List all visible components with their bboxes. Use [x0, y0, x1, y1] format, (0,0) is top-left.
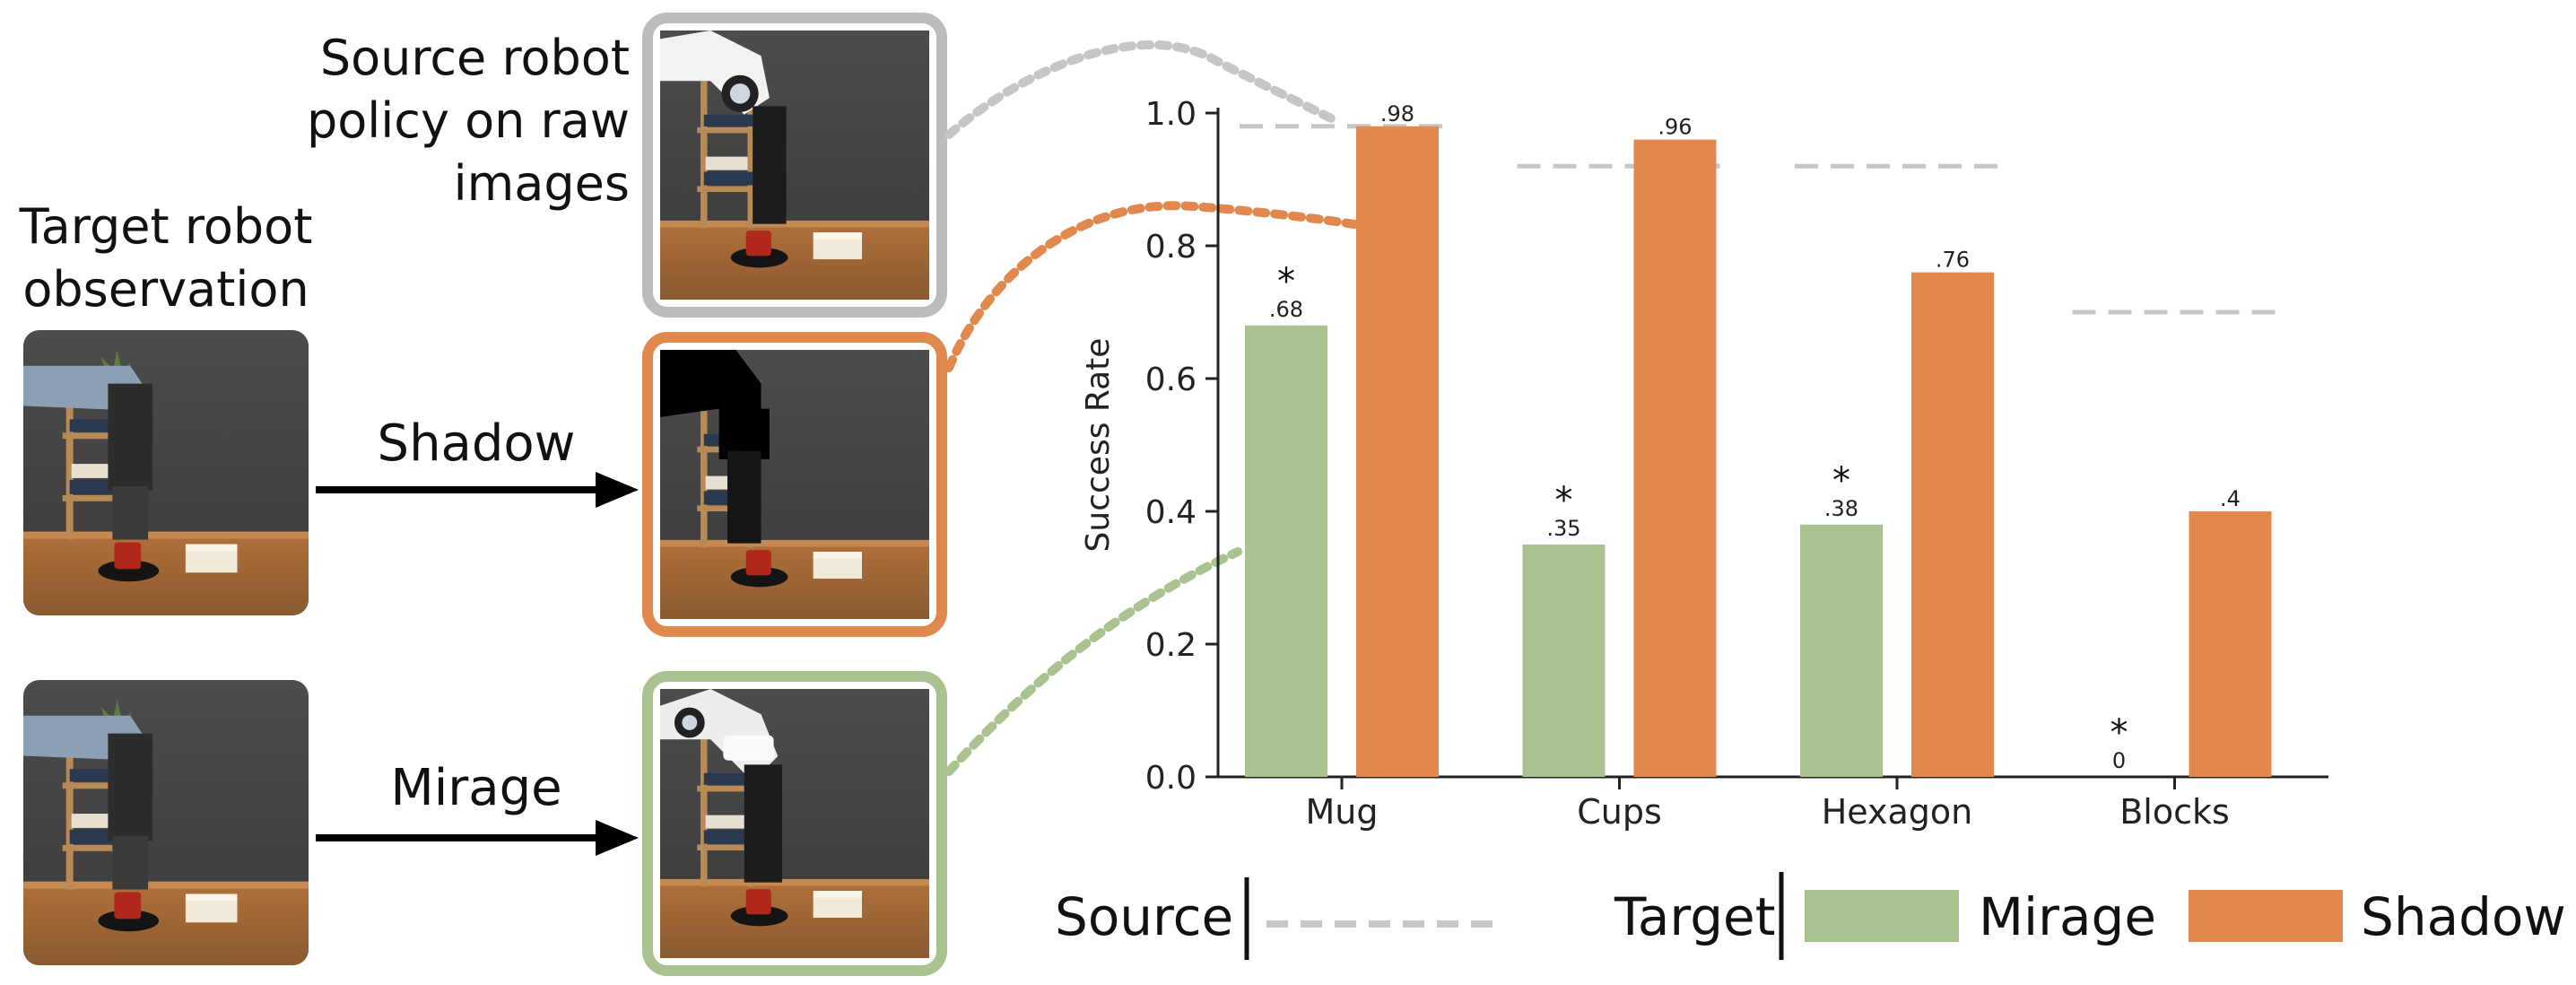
- legend: Source Target Mirage Shadow: [1055, 872, 2566, 960]
- legend-source-label: Source: [1055, 886, 1233, 947]
- bar-mirage: [1800, 524, 1883, 777]
- data-label-mirage: 0: [2112, 748, 2126, 773]
- bar-shadow: [2189, 511, 2272, 777]
- x-tick-label: Hexagon: [1822, 792, 1973, 832]
- bar-mirage: [1522, 545, 1606, 777]
- x-tick-label: Cups: [1577, 792, 1662, 832]
- shadow-photo: [660, 350, 929, 619]
- y-tick-label: 0.6: [1145, 362, 1197, 398]
- data-label-shadow: .98: [1380, 101, 1414, 126]
- source-photo-frame: [642, 13, 947, 318]
- arrow-mirage: [316, 820, 639, 856]
- legend-shadow-swatch: [2189, 890, 2343, 942]
- y-tick-label: 1.0: [1145, 96, 1197, 133]
- arrow-mirage-label: Mirage: [390, 759, 562, 817]
- data-label-mirage: .35: [1546, 516, 1580, 541]
- source-policy-label: Source robot policy on raw images: [306, 30, 630, 212]
- significance-marker: *: [2110, 712, 2128, 754]
- y-tick-label: 0.8: [1145, 229, 1197, 266]
- significance-marker: *: [1555, 480, 1573, 521]
- x-tick-label: Mug: [1306, 792, 1379, 832]
- legend-shadow-label: Shadow: [2361, 886, 2566, 947]
- significance-marker: *: [1277, 261, 1295, 302]
- data-label-shadow: .96: [1658, 115, 1692, 140]
- significance-marker: *: [1832, 460, 1850, 501]
- arrow-shadow-label: Shadow: [377, 414, 576, 473]
- y-tick-label: 0.4: [1145, 494, 1197, 531]
- legend-target-label: Target: [1614, 886, 1775, 947]
- data-label-mirage: .68: [1269, 297, 1303, 322]
- source-photo: [660, 31, 929, 300]
- mirage-photo-frame: [642, 671, 947, 976]
- legend-mirage-swatch: [1805, 890, 1959, 942]
- y-tick-label: 0.0: [1145, 760, 1197, 797]
- legend-mirage-label: Mirage: [1979, 886, 2156, 947]
- target-observation-label: Target robot observation: [19, 198, 313, 318]
- connector-shadow: [944, 201, 1359, 372]
- bar-shadow: [1633, 139, 1717, 778]
- data-label-mirage: .38: [1824, 496, 1858, 521]
- arrow-shadow: [316, 472, 639, 508]
- y-axis-label: Success Rate: [1080, 338, 1117, 553]
- connector-source: [944, 40, 1341, 139]
- target-photo-top: [23, 330, 309, 615]
- bar-mirage: [1245, 325, 1327, 777]
- target-photo-bottom: [23, 680, 309, 965]
- y-tick-label: 0.2: [1145, 627, 1197, 664]
- data-label-shadow: .76: [1936, 248, 1970, 273]
- bar-shadow: [1356, 126, 1439, 778]
- mirage-photo: [660, 689, 929, 958]
- connector-mirage: [944, 547, 1242, 776]
- shadow-photo-frame: [642, 332, 947, 637]
- bar-shadow: [1911, 272, 1994, 778]
- data-label-shadow: .4: [2220, 486, 2241, 511]
- x-tick-label: Blocks: [2119, 792, 2230, 832]
